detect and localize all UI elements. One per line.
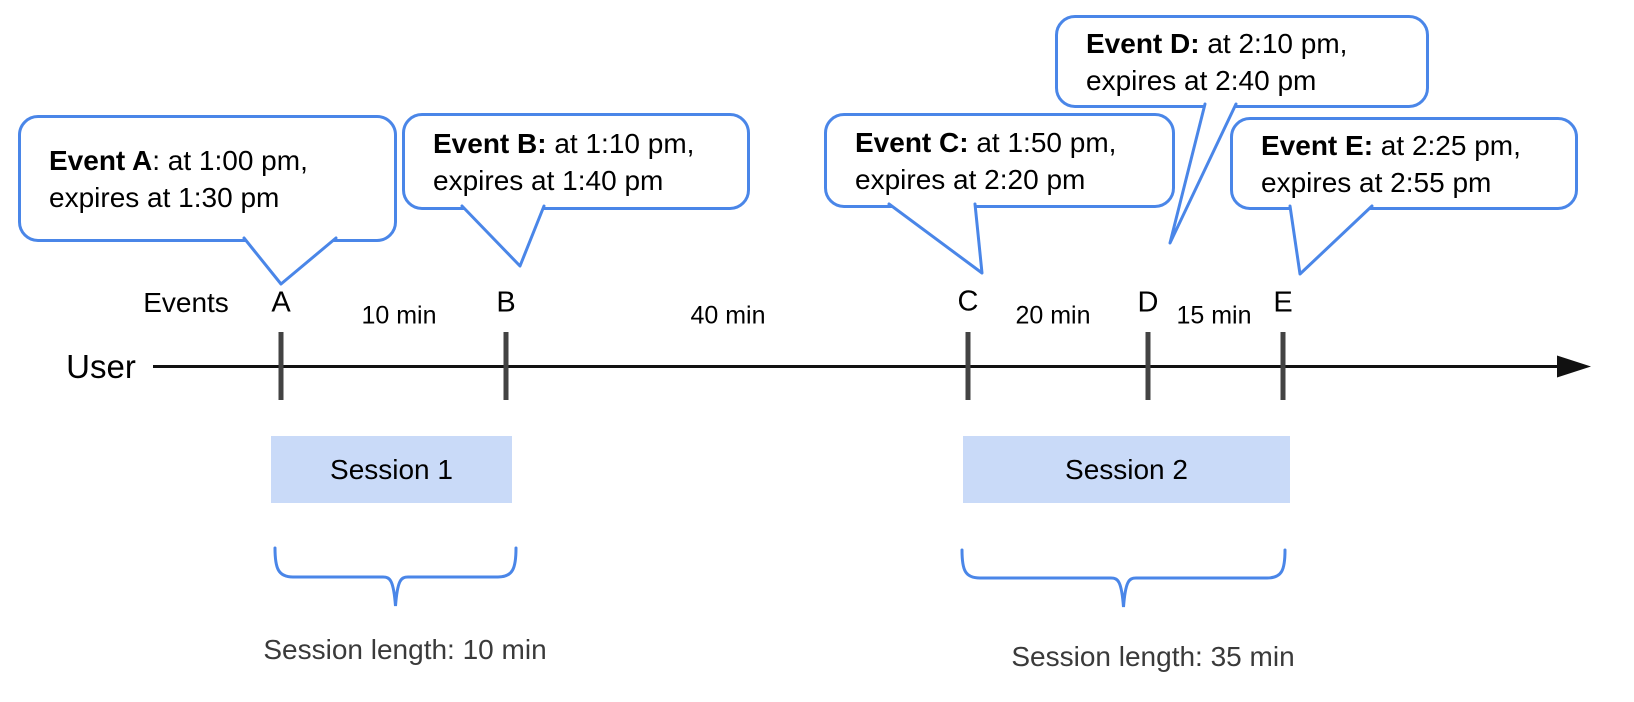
session-2-bar: Session 2 <box>963 436 1290 503</box>
callout-event-e: Event E: at 2:25 pm, expires at 2:55 pm <box>1230 117 1578 210</box>
session-1-length-label: Session length: 10 min <box>263 634 547 665</box>
timeline-arrowhead-icon <box>1557 355 1591 378</box>
callout-line1: Event E: at 2:25 pm, <box>1261 127 1567 164</box>
callout-line1: Event C: at 1:50 pm, <box>855 124 1164 161</box>
callout-event-b-title: Event B: <box>433 127 547 159</box>
callout-line1: Event A: at 1:00 pm, <box>49 142 386 179</box>
callout-event-e-expiry: expires at 2:55 pm <box>1261 166 1492 198</box>
callout-event-d-title: Event D: <box>1086 27 1200 59</box>
tail-event-e <box>1288 204 1374 276</box>
tail-event-c <box>887 202 984 275</box>
gap-label-d-e: 15 min <box>1176 301 1252 330</box>
callout-event-a-title: Event A <box>49 144 153 176</box>
callout-event-a: Event A: at 1:00 pm, expires at 1:30 pm <box>18 115 397 242</box>
user-row-label: User <box>66 348 136 385</box>
brace-session-1 <box>273 546 518 607</box>
callout-event-d: Event D: at 2:10 pm, expires at 2:40 pm <box>1055 15 1429 108</box>
callout-event-c: Event C: at 1:50 pm, expires at 2:20 pm <box>824 113 1175 208</box>
session-2-length-label: Session length: 35 min <box>1011 641 1295 672</box>
callout-event-c-time: at 1:50 pm, <box>968 126 1117 158</box>
callout-line1: Event B: at 1:10 pm, <box>433 125 739 162</box>
callout-event-e-time: at 2:25 pm, <box>1373 129 1521 161</box>
tail-event-a <box>242 236 338 286</box>
callout-event-b-time: at 1:10 pm, <box>546 127 695 159</box>
event-letter-a: A <box>271 286 291 319</box>
session-1-bar: Session 1 <box>271 436 512 503</box>
callout-event-c-expiry: expires at 2:20 pm <box>855 163 1086 195</box>
callout-event-d-time: at 2:10 pm, <box>1199 27 1348 59</box>
event-letter-b: B <box>496 286 516 319</box>
event-letter-d: D <box>1137 286 1159 319</box>
events-row-label: Events <box>143 287 229 318</box>
callout-event-a-time: : at 1:00 pm, <box>152 144 308 176</box>
gap-label-c-d: 20 min <box>1015 301 1091 330</box>
callout-event-d-expiry: expires at 2:40 pm <box>1086 64 1317 96</box>
event-letter-c: C <box>957 285 979 318</box>
callout-event-c-title: Event C: <box>855 126 969 158</box>
event-letter-e: E <box>1273 286 1293 319</box>
callout-event-b: Event B: at 1:10 pm, expires at 1:40 pm <box>402 113 750 210</box>
tail-event-d <box>1168 102 1238 245</box>
brace-session-2 <box>960 548 1287 608</box>
session-1-label: Session 1 <box>330 453 453 485</box>
tail-event-b <box>460 204 546 268</box>
session-2-label: Session 2 <box>1065 453 1188 485</box>
callout-event-b-expiry: expires at 1:40 pm <box>433 164 664 196</box>
callout-event-e-title: Event E: <box>1261 129 1374 161</box>
callout-line1: Event D: at 2:10 pm, <box>1086 25 1418 62</box>
gap-label-a-b: 10 min <box>361 301 437 330</box>
callout-event-a-expiry: expires at 1:30 pm <box>49 181 280 213</box>
gap-label-b-c: 40 min <box>690 301 766 330</box>
